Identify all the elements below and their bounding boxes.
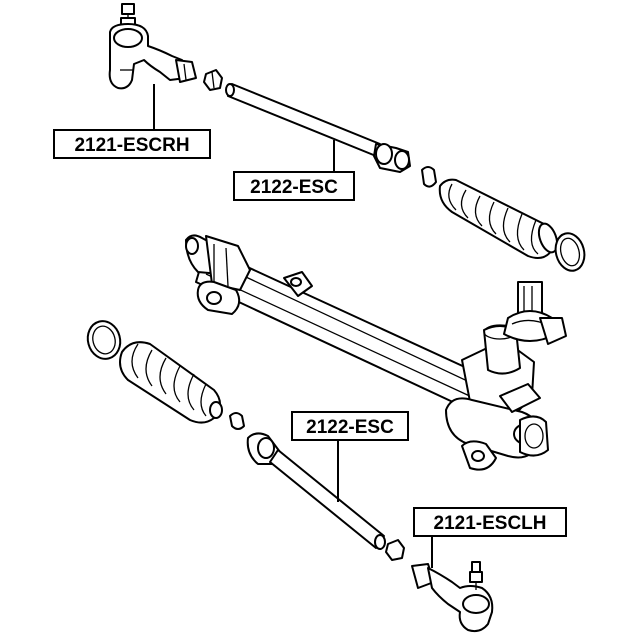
- label-tie-rod-end-left: 2121-ESCLH: [413, 507, 567, 537]
- svg-text:2121-ESCRH: 2121-ESCRH: [74, 135, 189, 156]
- tie-rod-nut-upper: [203, 69, 223, 91]
- inner-tie-rod-upper-part: [225, 83, 411, 173]
- o-ring-upper: [554, 232, 586, 272]
- svg-text:2122-ESC: 2122-ESC: [306, 417, 394, 438]
- label-inner-tie-rod-lower: 2122-ESC: [291, 411, 409, 441]
- tie-rod-end-right-part: [108, 3, 197, 90]
- rack-boot-lower: [119, 341, 223, 424]
- label-inner-tie-rod-upper: 2122-ESC: [233, 171, 355, 201]
- steering-rack-housing: [185, 234, 567, 471]
- o-ring-lower: [86, 320, 122, 360]
- boot-clamp-upper: [421, 166, 437, 188]
- inner-tie-rod-lower-part: [246, 432, 386, 550]
- svg-text:2122-ESC: 2122-ESC: [250, 177, 338, 198]
- rack-boot-upper: [438, 178, 559, 259]
- svg-text:2121-ESCLH: 2121-ESCLH: [434, 513, 547, 534]
- boot-clamp-lower: [229, 412, 245, 430]
- tie-rod-nut-lower: [385, 539, 405, 561]
- tie-rod-end-left-part: [411, 561, 494, 633]
- label-tie-rod-end-right: 2121-ESCRH: [53, 129, 211, 159]
